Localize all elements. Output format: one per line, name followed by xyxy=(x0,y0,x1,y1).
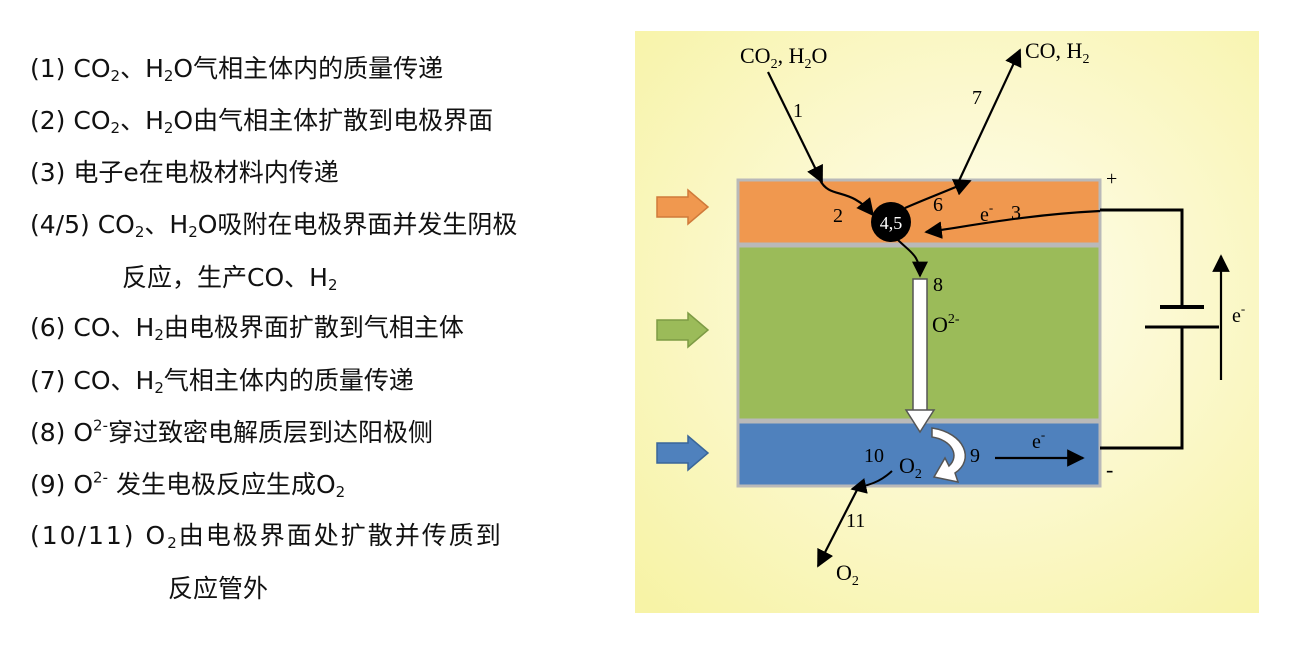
step-2: (2) CO2、H2O由气相主体扩散到电极界面 xyxy=(30,106,494,137)
step-number: (7) xyxy=(30,366,66,395)
step-10-11-continued: 反应管外 xyxy=(168,574,269,603)
step-label-11: 11 xyxy=(846,510,865,532)
negative-terminal: - xyxy=(1106,457,1113,482)
step-number: (10/11) xyxy=(30,521,136,550)
step-label-8: 8 xyxy=(933,274,943,296)
flow-arrow-11 xyxy=(817,487,859,568)
step-label-2: 2 xyxy=(833,205,843,227)
electron-arrow-3 xyxy=(924,209,1101,239)
reaction-curve-arrow-9 xyxy=(931,427,966,484)
flow-arrow-7 xyxy=(957,48,1022,184)
inlet-gas-label: CO2, H2O xyxy=(740,43,827,72)
positive-terminal: + xyxy=(1106,168,1117,190)
step-8: (8) O2-穿过致密电解质层到达阳极侧 xyxy=(30,416,434,447)
step-number: (8) xyxy=(30,418,66,447)
step-label-6: 6 xyxy=(933,194,943,216)
step-6: (6) CO、H2由电极界面扩散到气相主体 xyxy=(30,313,464,344)
step-number: (2) xyxy=(30,106,66,135)
step-label-7: 7 xyxy=(972,87,982,109)
step-4-5: (4/5) CO2、H2O吸附在电极界面并发生阴极 xyxy=(30,210,518,241)
step-number: (6) xyxy=(30,313,66,342)
reaction-site-node xyxy=(871,202,911,242)
cathode-layer xyxy=(736,178,1102,246)
step-label-3: 3 xyxy=(1011,202,1021,224)
flow-arrow-1 xyxy=(767,71,823,184)
step-label-9: 9 xyxy=(970,445,980,467)
outlet-gas-label: CO, H2 xyxy=(1025,38,1089,67)
oxygen-anode-label: O2 xyxy=(899,453,922,482)
oxygen-outlet-label: O2 xyxy=(836,560,859,589)
flow-arrow-6 xyxy=(904,179,972,210)
reaction-site-label: 4,5 xyxy=(880,213,903,233)
electron-label-cathode: e- xyxy=(980,200,993,226)
step-3: (3) 电子e在电极材料内传递 xyxy=(30,158,339,187)
oxide-ion-label: O2- xyxy=(932,312,960,337)
step-number: (3) xyxy=(30,158,66,187)
step-10-11: (10/11) O2由电极界面处扩散并传质到 xyxy=(30,521,503,552)
step-number: (9) xyxy=(30,470,66,499)
battery-symbol xyxy=(1145,305,1219,329)
step-9: (9) O2- 发生电极反应生成O2 xyxy=(30,468,346,501)
cathode-side-arrow xyxy=(656,188,710,226)
flow-arrow-2 xyxy=(819,179,875,217)
flow-arrow-10 xyxy=(850,470,893,494)
external-circuit xyxy=(1100,208,1184,450)
step-number: (4/5) xyxy=(30,210,90,239)
flow-arrow-8 xyxy=(897,239,928,278)
electrolyte-side-arrow xyxy=(656,311,710,349)
step-4-5-continued: 反应，生产CO、H2 xyxy=(122,263,338,294)
electron-label-anode: e- xyxy=(1032,427,1045,453)
ion-transport-arrow xyxy=(904,278,936,434)
step-label-10: 10 xyxy=(864,445,884,467)
step-1: (1) CO2、H2O气相主体内的质量传递 xyxy=(30,54,444,85)
step-number: (1) xyxy=(30,54,66,83)
anode-side-arrow xyxy=(656,434,710,472)
step-label-1: 1 xyxy=(793,100,803,122)
anode-layer xyxy=(736,420,1102,488)
step-7: (7) CO、H2气相主体内的质量传递 xyxy=(30,366,414,397)
electron-label-circuit: e- xyxy=(1232,301,1245,327)
